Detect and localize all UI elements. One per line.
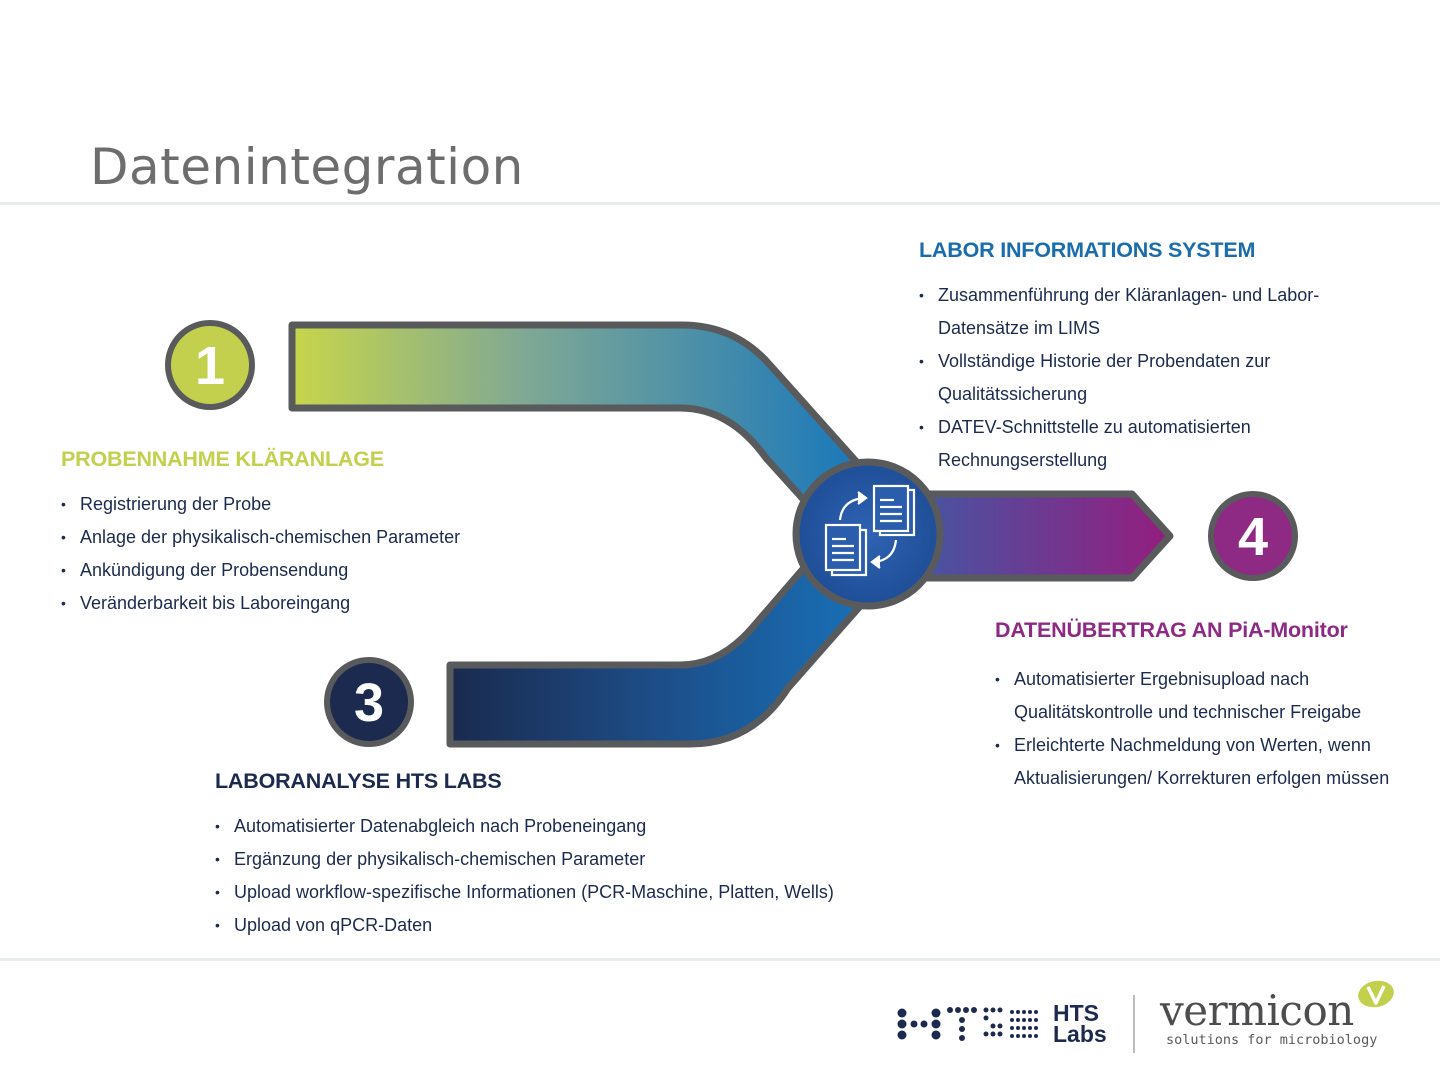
list-item: Vollständige Historie der Probendaten zu…	[919, 345, 1358, 411]
page-title: Datenintegration	[90, 138, 524, 196]
section-lims-list: Zusammenführung der Kläranlagen- und Lab…	[919, 279, 1358, 477]
flow-arm-bottom	[446, 536, 866, 748]
step-1-number: 1	[195, 336, 225, 396]
list-item: Upload workflow-spezifische Informatione…	[215, 876, 834, 909]
vermicon-v-icon	[1358, 980, 1394, 1008]
list-item: Veränderbarkeit bis Laboreingang	[61, 587, 460, 620]
section-lims: LABOR INFORMATIONS SYSTEM Zusammenführun…	[919, 238, 1358, 477]
list-item: Automatisierter Datenabgleich nach Probe…	[215, 810, 834, 843]
list-item: Automatisierter Ergebnisupload nach Qual…	[995, 663, 1434, 729]
step-4-badge: 4	[1208, 491, 1298, 581]
hts-labs-logo-mark	[897, 1007, 1038, 1041]
section-laboranalyse: LABORANALYSE HTS LABS Automatisierter Da…	[215, 769, 834, 942]
section-datenuebertrag-list: Automatisierter Ergebnisupload nach Qual…	[995, 663, 1434, 795]
section-laboranalyse-heading: LABORANALYSE HTS LABS	[215, 769, 502, 793]
step-3-badge: 3	[324, 657, 414, 747]
data-exchange-hub	[792, 458, 944, 610]
section-lims-heading: LABOR INFORMATIONS SYSTEM	[919, 238, 1256, 262]
step-3-number: 3	[354, 673, 384, 733]
vermicon-tagline: solutions for microbiology	[1166, 1032, 1378, 1048]
section-probennahme: PROBENNAHME KLÄRANLAGE Registrierung der…	[61, 447, 460, 620]
section-datenuebertrag: DATENÜBERTRAG AN PiA-Monitor Automatisie…	[995, 618, 1434, 795]
list-item: Ankündigung der Probensendung	[61, 554, 460, 587]
step-1-badge: 1	[165, 320, 255, 410]
list-item: Erleichterte Nachmeldung von Werten, wen…	[995, 729, 1434, 795]
footer-divider	[0, 958, 1440, 961]
section-probennahme-list: Registrierung der Probe Anlage der physi…	[61, 488, 460, 620]
section-probennahme-heading: PROBENNAHME KLÄRANLAGE	[61, 447, 384, 471]
hts-labs-line2: Labs	[1053, 1021, 1107, 1047]
section-laboranalyse-list: Automatisierter Datenabgleich nach Probe…	[215, 810, 834, 942]
list-item: Registrierung der Probe	[61, 488, 460, 521]
vermicon-wordmark: vermicon	[1160, 986, 1354, 1035]
hts-labs-line1: HTS	[1053, 1000, 1099, 1026]
document-exchange-icon	[824, 484, 916, 577]
step-4-number: 4	[1238, 507, 1268, 567]
section-datenuebertrag-heading: DATENÜBERTRAG AN PiA-Monitor	[995, 618, 1348, 642]
list-item: Ergänzung der physikalisch-chemischen Pa…	[215, 843, 834, 876]
list-item: Upload von qPCR-Daten	[215, 909, 834, 942]
hts-labs-wordmark: HTS Labs	[1053, 1000, 1107, 1047]
logo-divider	[1133, 995, 1135, 1053]
list-item: Anlage der physikalisch-chemischen Param…	[61, 521, 460, 554]
list-item: Zusammenführung der Kläranlagen- und Lab…	[919, 279, 1358, 345]
list-item: DATEV-Schnittstelle zu automatisierten R…	[919, 411, 1358, 477]
header-divider	[0, 202, 1440, 205]
